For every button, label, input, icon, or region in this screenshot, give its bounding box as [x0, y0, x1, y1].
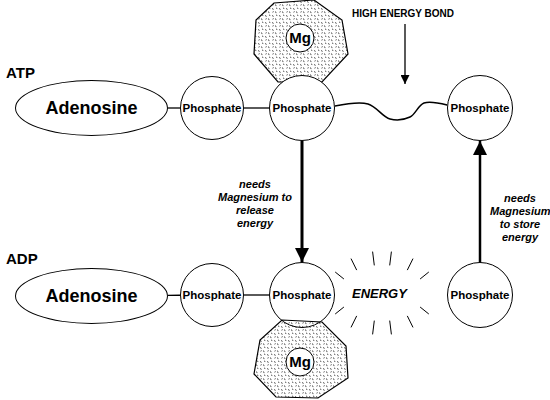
- node-text-holder: Phosphate: [183, 289, 242, 301]
- magnesium-text-holder: Mg: [278, 352, 322, 372]
- phosphate-circle: Phosphate: [447, 262, 513, 328]
- phosphate-circle: Phosphate: [180, 76, 244, 140]
- energy-rays: [335, 252, 429, 335]
- node-text-holder: Phosphate: [183, 102, 242, 114]
- magnesium-polygon: [254, 320, 348, 398]
- molecule-part-name: Phosphate: [451, 289, 510, 301]
- node-text-holder: Phosphate: [451, 102, 510, 114]
- node-text-holder: Adenosine: [45, 98, 137, 119]
- phosphate-circle: Phosphate: [447, 75, 513, 141]
- magnesium-polygon: [254, 0, 348, 82]
- bond-line: [244, 294, 269, 295]
- molecule-label: ATP: [6, 64, 35, 81]
- phosphate-circle: Phosphate: [180, 263, 244, 327]
- node-text-holder: Phosphate: [273, 289, 332, 301]
- phosphate-circle: Phosphate: [269, 262, 335, 328]
- node-text-holder: Adenosine: [45, 286, 137, 307]
- leader-arrow: [404, 24, 405, 84]
- molecule-part-name: Phosphate: [273, 102, 332, 114]
- magnesium-text-holder: Mg: [278, 28, 322, 48]
- arrow-note: needs Magnesium to store energy: [490, 192, 550, 244]
- molecule-part-name: Adenosine: [45, 286, 137, 307]
- arrow-note: needs Magnesium to release energy: [218, 178, 292, 230]
- molecule-part-name: Phosphate: [183, 102, 242, 114]
- molecule-label: ADP: [6, 250, 38, 267]
- element-symbol: Mg: [278, 352, 322, 372]
- adenosine-ellipse: Adenosine: [15, 268, 168, 324]
- magnesium-ion: Mg: [252, 318, 352, 400]
- molecule-part-name: Phosphate: [273, 289, 332, 301]
- bond-line: [168, 295, 180, 296]
- magnesium-ion: Mg: [250, 0, 350, 84]
- element-symbol: Mg: [278, 28, 322, 48]
- molecule-part-name: Phosphate: [183, 289, 242, 301]
- bond-label: HIGH ENERGY BOND: [352, 8, 454, 19]
- node-text-holder: Phosphate: [273, 102, 332, 114]
- adenosine-ellipse: Adenosine: [15, 80, 168, 136]
- store-arrow: [479, 141, 482, 262]
- phosphate-circle: Phosphate: [269, 75, 335, 141]
- release-arrow: [301, 141, 304, 262]
- node-text-holder: Phosphate: [451, 289, 510, 301]
- molecule-part-name: Phosphate: [451, 102, 510, 114]
- molecule-part-name: Adenosine: [45, 98, 137, 119]
- bond-line: [244, 107, 269, 108]
- energy-label: ENERGY: [352, 286, 407, 301]
- high-energy-bond: [335, 102, 447, 119]
- bond-line: [168, 107, 180, 108]
